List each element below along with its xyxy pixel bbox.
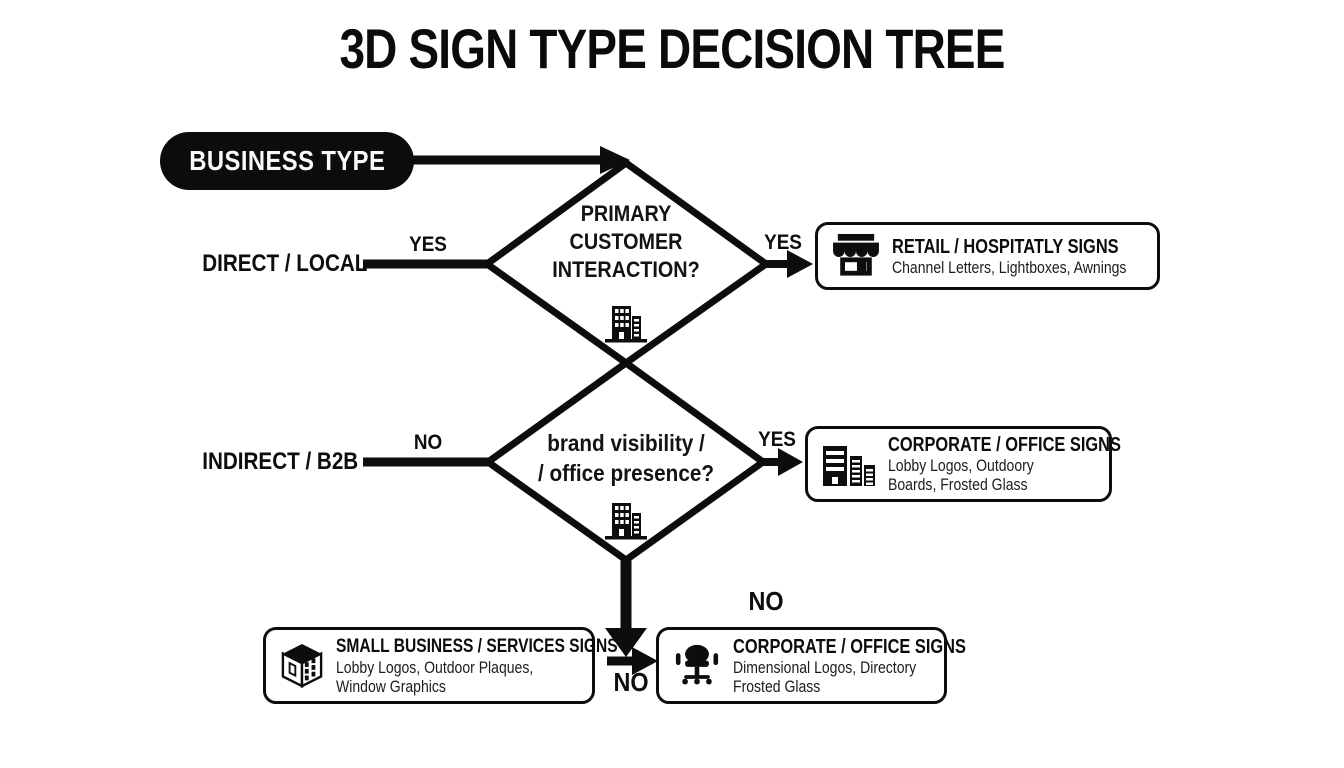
decision-2-question: brand visibility / / office presence? (501, 428, 751, 488)
storefront-icon (833, 234, 879, 276)
edge-label-yes-1: YES (764, 231, 802, 254)
start-node-business-type: BUSINESS TYPE (160, 132, 414, 190)
edge-label-no-indirect: NO (413, 431, 443, 454)
outcome-box-retail-hospitality: RETAIL / HOSPITATLY SIGNS Channel Letter… (815, 222, 1160, 290)
yes-arrow-2-head (778, 448, 803, 476)
outcome-subtitle-line-1: Lobby Logos, Outdoor Plaques, (336, 658, 534, 677)
cube-building-icon (281, 643, 323, 688)
no-arrow-down-head (605, 628, 647, 657)
office-chair-icon (675, 644, 719, 684)
decision-1-question: PRIMARY CUSTOMER INTERACTION? (526, 200, 726, 284)
branch-label-indirect-b2b: INDIRECT / B2B (202, 448, 359, 475)
decision-2-line-2: / office presence? (537, 460, 715, 486)
decision-1-line-1: PRIMARY (580, 201, 672, 226)
branch-label-direct-local: DIRECT / LOCAL (202, 250, 368, 277)
outcome-subtitle-line-2: Window Graphics (336, 677, 446, 696)
decision-1-line-2: CUSTOMER (569, 229, 683, 254)
outcome-title: RETAIL / HOSPITATLY SIGNS (892, 235, 1119, 258)
no-arrow-right-head (632, 647, 658, 675)
outcome-subtitle: Channel Letters, Lightboxes, Awnings (892, 258, 1127, 277)
yes-arrow-1-head (787, 250, 813, 278)
outcome-title: CORPORATE / OFFICE SIGNS (888, 434, 1121, 456)
outcome-box-small-business-services: SMALL BUSINESS / SERVICES SIGNS Lobby Lo… (263, 627, 618, 704)
outcome-title: CORPORATE / OFFICE SIGNS (733, 635, 966, 658)
decision-2-line-1: brand visibility / (547, 430, 705, 456)
outcome-subtitle-line-1: Dimensional Logos, Directory (733, 658, 917, 677)
office-building-icon (605, 306, 647, 343)
start-arrow-head (600, 146, 630, 174)
office-building-icon (605, 503, 647, 540)
outcome-box-corporate-office-yes: CORPORATE / OFFICE SIGNS Lobby Logos, Ou… (805, 426, 1121, 502)
decision-1-line-3: INTERACTION? (552, 257, 700, 282)
edge-label-yes-direct: YES (409, 233, 447, 256)
outcome-subtitle-line-1: Lobby Logos, Outdoory (888, 457, 1034, 475)
start-node-label: BUSINESS TYPE (189, 145, 385, 176)
edge-label-no-below-arrow: NO (613, 667, 649, 697)
edge-label-yes-2: YES (758, 428, 796, 451)
outcome-box-corporate-office-no: CORPORATE / OFFICE SIGNS Dimensional Log… (656, 627, 966, 704)
outcome-title: SMALL BUSINESS / SERVICES SIGNS (336, 635, 618, 657)
page-title: 3D SIGN TYPE DECISION TREE (339, 17, 1005, 80)
edge-label-no-above-box: NO (748, 586, 784, 616)
outcome-subtitle-line-2: Frosted Glass (733, 677, 821, 696)
office-buildings-icon (823, 446, 875, 486)
outcome-subtitle-line-2: Boards, Frosted Glass (888, 476, 1028, 494)
